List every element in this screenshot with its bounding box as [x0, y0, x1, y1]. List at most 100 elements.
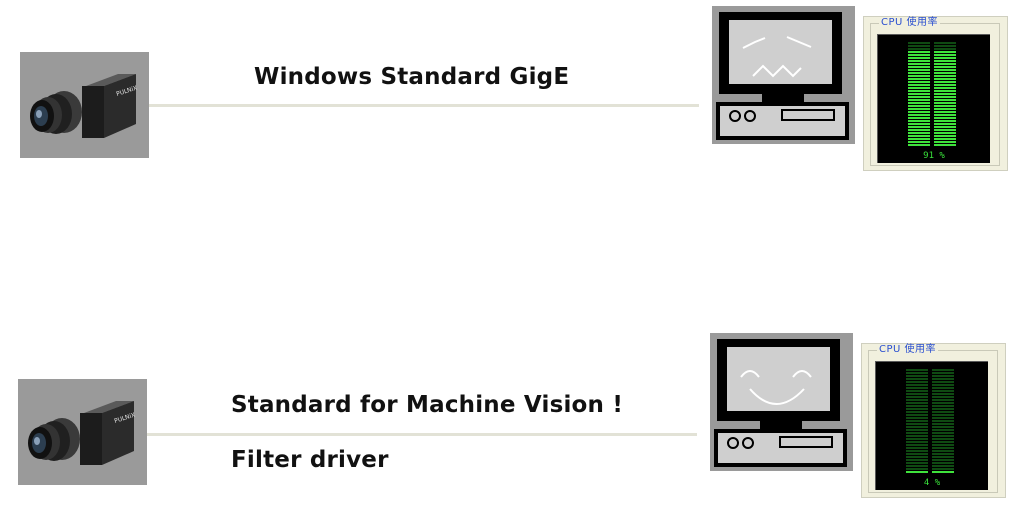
- cpu-meter-segment: [934, 117, 956, 119]
- cpu-meter-segment: [908, 135, 930, 137]
- cpu-usage-screen: 4 %: [875, 361, 988, 490]
- cpu-meter-segment: [932, 399, 954, 401]
- cpu-meter-segment: [932, 375, 954, 377]
- cpu-meter-segment: [934, 114, 956, 116]
- cpu-meter-segment: [908, 108, 930, 110]
- cpu-meter-segment: [932, 393, 954, 395]
- cpu-meter-segment: [908, 111, 930, 113]
- cpu-meter-segment: [906, 453, 928, 455]
- cpu-meter-icon: CPU 使用率 4 %: [861, 343, 1006, 498]
- cpu-meter-segment: [934, 51, 956, 53]
- cpu-meter-segment: [906, 372, 928, 374]
- computer-icon: [712, 6, 855, 144]
- cpu-meter-segment: [934, 75, 956, 77]
- cpu-meter-segment: [932, 459, 954, 461]
- cpu-meter-segment: [934, 93, 956, 95]
- cpu-meter-segment: [934, 102, 956, 104]
- cpu-meter-segment: [906, 441, 928, 443]
- cpu-meter-segment: [934, 84, 956, 86]
- cpu-meter-segment: [908, 141, 930, 143]
- cpu-usage-title: CPU 使用率: [879, 17, 940, 29]
- cpu-meter-segment: [908, 72, 930, 74]
- cpu-meter-segment: [934, 69, 956, 71]
- cpu-meter-segment: [906, 393, 928, 395]
- cpu-usage-screen: 91 %: [877, 34, 990, 163]
- cpu-usage-group: CPU 使用率 4 %: [868, 350, 998, 493]
- cpu-meter-segment: [934, 132, 956, 134]
- cpu-meter-segment: [908, 84, 930, 86]
- row-label-line: Filter driver: [231, 447, 389, 473]
- cpu-meter-segment: [906, 471, 928, 473]
- cpu-meter-segment: [908, 78, 930, 80]
- cpu-meter-segment: [932, 402, 954, 404]
- cpu-meter-segment: [932, 453, 954, 455]
- cpu-meter-segment: [934, 126, 956, 128]
- cpu-meter-segment: [906, 438, 928, 440]
- cpu-meter-segment: [906, 426, 928, 428]
- cpu-meter-segment: [932, 411, 954, 413]
- cpu-meter-segment: [908, 129, 930, 131]
- computer-icon: [710, 333, 853, 471]
- cpu-meter-segment: [908, 105, 930, 107]
- cpu-meter-segment: [932, 396, 954, 398]
- cpu-meter-segment: [934, 96, 956, 98]
- cpu-meter-segment: [934, 144, 956, 146]
- connection-line: [147, 433, 697, 436]
- cpu-meter-segment: [908, 144, 930, 146]
- cpu-meter-segment: [932, 450, 954, 452]
- cpu-meter-segment: [932, 390, 954, 392]
- cpu-meter-segment: [906, 384, 928, 386]
- cpu-meter-segment: [906, 414, 928, 416]
- cpu-meter-icon: CPU 使用率 91 %: [863, 16, 1008, 171]
- cpu-meter-segment: [908, 126, 930, 128]
- cpu-meter-segment: [906, 435, 928, 437]
- cpu-meter-segment: [934, 60, 956, 62]
- cpu-meter-segment: [934, 63, 956, 65]
- cpu-meter-segment: [906, 456, 928, 458]
- cpu-usage-value: 4 %: [876, 478, 988, 488]
- cpu-usage-group: CPU 使用率 91 %: [870, 23, 1000, 166]
- cpu-meter-segment: [932, 456, 954, 458]
- cpu-meter-segment: [932, 426, 954, 428]
- cpu-meter-segment: [934, 141, 956, 143]
- cpu-meter-segment: [906, 399, 928, 401]
- cpu-meter-segment: [908, 81, 930, 83]
- cpu-meter-segment: [934, 42, 956, 44]
- cpu-meter-segment: [908, 48, 930, 50]
- cpu-meter-segment: [934, 120, 956, 122]
- cpu-meter-segment: [908, 54, 930, 56]
- cpu-meter-segment: [932, 465, 954, 467]
- cpu-meter-segment: [906, 411, 928, 413]
- cpu-meter-segment: [906, 396, 928, 398]
- cpu-meter-segment: [934, 129, 956, 131]
- cpu-meter-segment: [934, 48, 956, 50]
- cpu-meter-segment: [906, 432, 928, 434]
- cpu-meter-segment: [932, 435, 954, 437]
- cpu-meter-segment: [932, 414, 954, 416]
- cpu-meter-segment: [932, 438, 954, 440]
- cpu-meter-segment: [908, 60, 930, 62]
- cpu-meter-segment: [908, 66, 930, 68]
- cpu-meter-segment: [908, 96, 930, 98]
- cpu-meter-segment: [932, 423, 954, 425]
- cpu-meter-segment: [934, 45, 956, 47]
- cpu-meter-segment: [906, 462, 928, 464]
- cpu-meter-segment: [932, 420, 954, 422]
- cpu-meter-segment: [934, 57, 956, 59]
- cpu-meter-segment: [932, 468, 954, 470]
- camera-icon: PULNiX: [18, 379, 147, 485]
- cpu-meter-segment: [908, 114, 930, 116]
- cpu-meter-segment: [934, 66, 956, 68]
- cpu-meter-segment: [906, 405, 928, 407]
- cpu-meter-segment: [934, 135, 956, 137]
- cpu-meter-segment: [908, 123, 930, 125]
- cpu-meter-segment: [906, 378, 928, 380]
- cpu-meter-segment: [908, 69, 930, 71]
- cpu-meter-segment: [934, 111, 956, 113]
- cpu-meter-segment: [906, 375, 928, 377]
- cpu-meter-segment: [906, 402, 928, 404]
- cpu-meter-segment: [932, 369, 954, 371]
- cpu-meter-segment: [906, 447, 928, 449]
- cpu-meter-segment: [908, 99, 930, 101]
- cpu-meter-segment: [932, 462, 954, 464]
